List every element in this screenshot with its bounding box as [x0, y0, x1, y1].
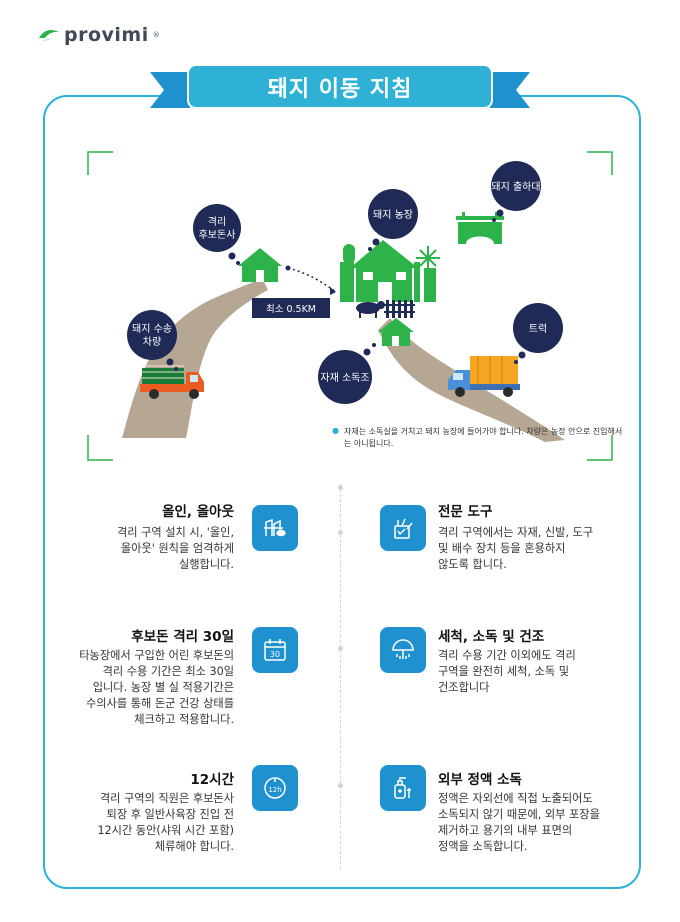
bubble-farm: 돼지 농장 — [368, 189, 418, 251]
body-line: 퇴장 후 일반사육장 진입 전 — [106, 808, 234, 821]
timeline-dot — [338, 646, 343, 651]
loading-dock-icon — [456, 212, 504, 244]
farm-scene-illustration: 격리 후보돈사 돼지 농장 돼지 출하대 돼지 수송 차량 트럭 자재 소독조 — [87, 151, 613, 461]
trademark: ® — [152, 31, 160, 39]
calendar-number: 30 — [270, 650, 280, 659]
corner-brackets — [87, 151, 613, 461]
timeline-dot — [338, 530, 343, 535]
bubble-disinfection: 자재 소독조 — [318, 343, 376, 404]
timeline-dot — [338, 783, 343, 788]
section-tools-body: 격리 구역에서는 자재, 신발, 도구 및 배수 장치 등을 혼용하지 않도록 … — [438, 525, 628, 573]
body-line: 격리 수용 기간 이외에도 격리 — [438, 649, 576, 662]
bubble-quarantine-line1: 격리 — [208, 215, 226, 228]
section-tools-title: 전문 도구 — [438, 504, 493, 520]
bubble-loading-label: 돼지 출하대 — [491, 180, 540, 193]
body-line: 및 배수 장치 등을 혼용하지 — [438, 542, 566, 555]
washing-icon — [380, 627, 426, 673]
clock-label: 12h — [268, 786, 281, 794]
bubble-loading: 돼지 출하대 — [491, 161, 541, 222]
brand-name: provimi — [64, 24, 149, 46]
bubble-disinfection-label: 자재 소독조 — [320, 372, 369, 384]
disinfection-house-icon — [378, 318, 414, 346]
bubble-farm-label: 돼지 농장 — [373, 209, 413, 221]
bubble-transport-line2: 차량 — [143, 336, 161, 348]
body-line: 제거하고 용기의 내부 표면의 — [438, 824, 573, 837]
body-line: 수의사를 통해 돈군 건강 상태를 — [85, 697, 234, 710]
tools-icon — [380, 505, 426, 551]
body-line: 건조합니다 — [438, 681, 490, 694]
windmill-icon — [416, 246, 440, 270]
pig-pen-icon — [252, 505, 298, 551]
body-line: 소독되지 않기 때문에, 외부 포장을 — [438, 808, 600, 821]
semen-bottle-icon — [380, 765, 426, 811]
body-line: 올아웃' 원칙을 엄격하게 — [120, 542, 234, 555]
page-title: 돼지 이동 지침 — [267, 77, 413, 102]
calendar-30-icon: 30 — [252, 627, 298, 673]
left-road — [122, 278, 268, 438]
timeline-divider — [340, 484, 341, 869]
body-line: 12시간 동안(샤워 시간 포함) — [97, 824, 234, 837]
section-30-days-title: 후보돈 격리 30일 — [131, 629, 234, 645]
body-line: 실행합니다. — [178, 558, 234, 571]
body-line: 격리 구역에서는 자재, 신발, 도구 — [438, 526, 594, 539]
pig-icon — [356, 301, 385, 318]
body-line: 구역을 완전히 세척, 소독 및 — [438, 665, 569, 678]
bubble-transport: 돼지 수송 차량 — [127, 310, 178, 371]
bubble-transport-line1: 돼지 수송 — [132, 323, 172, 335]
section-30-days-body: 타농장에서 구입한 어린 후보돈의 격리 수용 기간은 최소 30일 입니다. … — [34, 648, 234, 728]
section-semen-title: 외부 정액 소독 — [438, 772, 522, 788]
section-12-hours-title: 12시간 — [190, 772, 234, 788]
section-semen-body: 정액은 자외선에 직접 노출되어도 소독되지 않기 때문에, 외부 포장을 제거… — [438, 791, 628, 855]
distance-badge: 최소 0.5KM — [252, 298, 330, 318]
farm-barn-icon — [340, 240, 436, 302]
bubble-quarantine-line2: 후보돈사 — [199, 229, 236, 241]
body-line: 타농장에서 구입한 어린 후보돈의 — [79, 649, 234, 662]
body-line: 정액을 소독합니다. — [438, 840, 528, 853]
section-12-hours-body: 격리 구역의 직원은 후보돈사 퇴장 후 일반사육장 진입 전 12시간 동안(… — [34, 791, 234, 855]
body-line: 격리 수용 기간은 최소 30일 — [102, 665, 234, 678]
body-line: 않도록 합니다. — [438, 558, 507, 571]
note-bullet: ● — [332, 426, 339, 435]
body-line: 격리 구역의 직원은 후보돈사 — [99, 792, 234, 805]
bubble-truck: 트럭 — [513, 303, 563, 364]
body-line: 격리 구역 설치 시, '올인, — [116, 526, 234, 539]
transport-truck-icon — [140, 365, 204, 399]
body-line: 체류해야 합니다. — [154, 840, 234, 853]
body-line: 입니다. 농장 별 실 적용기간은 — [92, 681, 234, 694]
section-all-in-all-out-title: 올인, 올아웃 — [162, 504, 234, 520]
distance-arrow — [287, 267, 337, 293]
bubble-truck-label: 트럭 — [529, 323, 547, 335]
section-washing-body: 격리 수용 기간 이외에도 격리 구역을 완전히 세척, 소독 및 건조합니다 — [438, 648, 628, 696]
brand-logo: provimi® — [38, 24, 160, 46]
section-washing-title: 세척, 소독 및 건조 — [438, 629, 545, 645]
body-line: 정액은 자외선에 직접 노출되어도 — [438, 792, 593, 805]
delivery-truck-icon — [448, 356, 520, 397]
clock-12h-icon: 12h — [252, 765, 298, 811]
scene-note: 자재는 소독실을 거치고 돼지 농장에 들어가야 합니다. 차량은 농장 안으로… — [344, 427, 623, 448]
quarantine-house-icon — [238, 248, 282, 282]
section-all-in-all-out-body: 격리 구역 설치 시, '올인, 올아웃' 원칙을 엄격하게 실행합니다. — [34, 525, 234, 573]
fence-icon — [384, 300, 415, 318]
timeline-dot — [338, 485, 343, 490]
right-road — [378, 318, 565, 442]
body-line: 체크하고 적용합니다. — [134, 713, 234, 726]
title-ribbon — [150, 64, 530, 109]
bubble-quarantine: 격리 후보돈사 — [193, 204, 241, 265]
provimi-logo-icon — [39, 30, 59, 41]
